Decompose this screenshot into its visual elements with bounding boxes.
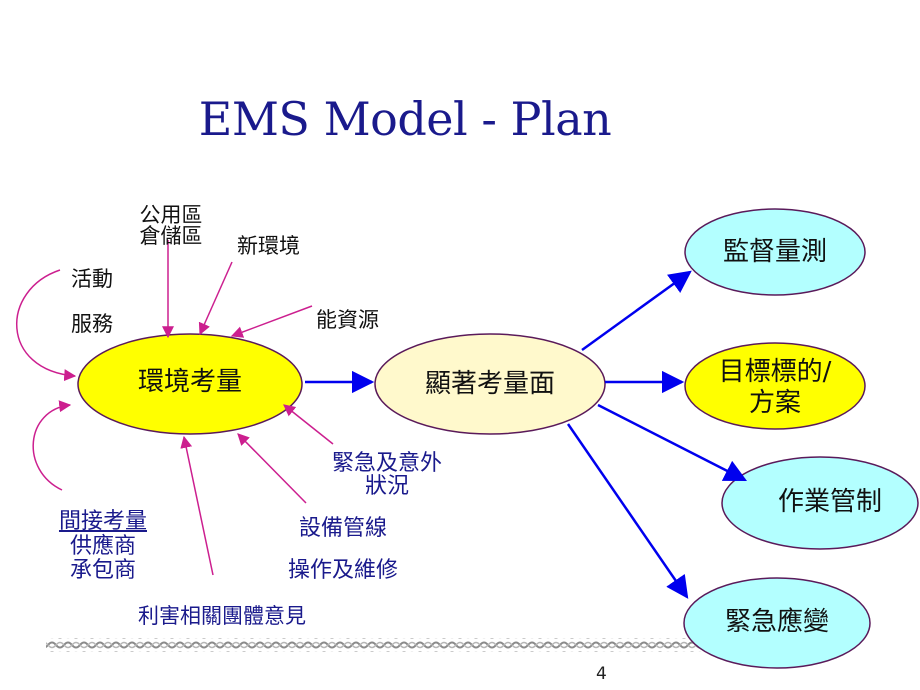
- emergency-input-label-line2: 狀況: [364, 474, 409, 499]
- operation-label: 作業管制: [777, 487, 882, 517]
- middle-node-label: 顯著考量面: [424, 369, 555, 399]
- page-number: 4: [596, 664, 607, 684]
- indirect-label-line3: 承包商: [69, 558, 136, 583]
- arrow-indirect: [32, 400, 72, 491]
- equipment-label-line2: 操作及維修: [287, 558, 398, 583]
- slide-title: EMS Model - Plan: [198, 92, 612, 146]
- arrow-energy: [230, 305, 313, 338]
- center-node-label: 環境考量: [137, 367, 242, 397]
- public-area-label-line1: 公用區: [139, 203, 203, 227]
- indirect-label-line2: 供應商: [69, 534, 136, 559]
- indirect-label-line1: 間接考量: [58, 509, 147, 534]
- arrow-to-operation: [597, 403, 748, 482]
- operation-ellipse: [721, 456, 919, 550]
- equipment-label-line1: 設備管線: [298, 516, 387, 541]
- arrow-to-emergency: [566, 423, 689, 599]
- new-environment-label: 新環境: [237, 234, 300, 258]
- emergency-ellipse: [683, 577, 871, 669]
- monitor-ellipse: [684, 208, 866, 296]
- emergency-input-label-line1: 緊急及意外: [331, 451, 442, 476]
- arrow-stakeholder: [180, 435, 214, 576]
- arrow-activities: [15, 269, 77, 382]
- arrow-equipment: [237, 433, 307, 504]
- services-label: 服務: [71, 312, 113, 336]
- arrow-new-environment: [198, 261, 233, 336]
- activities-label: 活動: [71, 267, 113, 291]
- objectives-label-line2: 方案: [748, 388, 801, 418]
- energy-label: 能資源: [316, 308, 379, 332]
- public-area-label-line2: 倉儲區: [139, 224, 203, 248]
- objectives-label-line1: 目標標的/: [718, 357, 832, 387]
- arrow-emergency-input: [283, 404, 334, 445]
- center-ellipse: [77, 333, 303, 435]
- decorative-border: [46, 638, 726, 652]
- monitor-label: 監督量測: [722, 237, 827, 267]
- objectives-ellipse: [684, 342, 866, 430]
- middle-ellipse: [374, 333, 606, 435]
- arrow-to-monitor: [581, 270, 692, 352]
- emergency-label: 緊急應變: [724, 607, 829, 637]
- stakeholder-label: 利害相關團體意見: [138, 604, 306, 628]
